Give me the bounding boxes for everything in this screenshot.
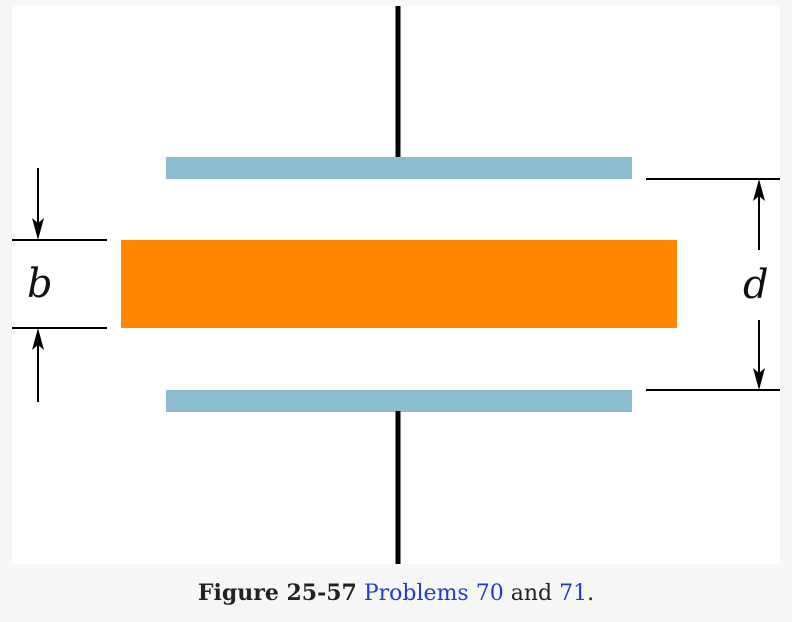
d-arrow-down xyxy=(753,320,765,390)
problem-link-71[interactable]: 71 xyxy=(559,581,588,606)
d-arrow-up xyxy=(753,179,765,250)
problems-word: Problems xyxy=(363,581,469,606)
and-word: and xyxy=(510,581,553,606)
problem-70: 70 xyxy=(475,581,504,606)
figure-number: Figure 25-57 xyxy=(197,580,357,606)
capacitor-diagram: b d xyxy=(12,6,780,564)
top-plate xyxy=(166,157,632,179)
d-label: d xyxy=(743,262,769,308)
dielectric-slab xyxy=(121,240,677,328)
caption-period: . xyxy=(587,581,595,606)
b-arrow-bottom xyxy=(32,328,44,402)
b-arrow-top xyxy=(32,168,44,240)
figure-caption: Figure 25-57 Problems 70 and 71. xyxy=(0,580,792,606)
problems-link-70[interactable]: Problems 70 xyxy=(364,581,504,606)
figure-image: b d xyxy=(12,6,780,564)
b-label: b xyxy=(27,261,53,307)
bottom-plate xyxy=(166,390,632,412)
